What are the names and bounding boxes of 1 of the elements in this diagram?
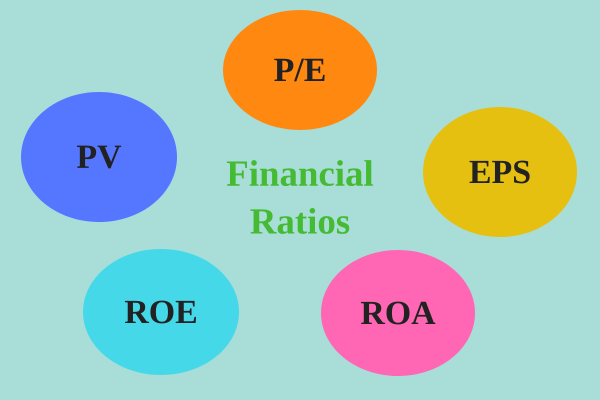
title: Financial Ratios (226, 160, 374, 234)
